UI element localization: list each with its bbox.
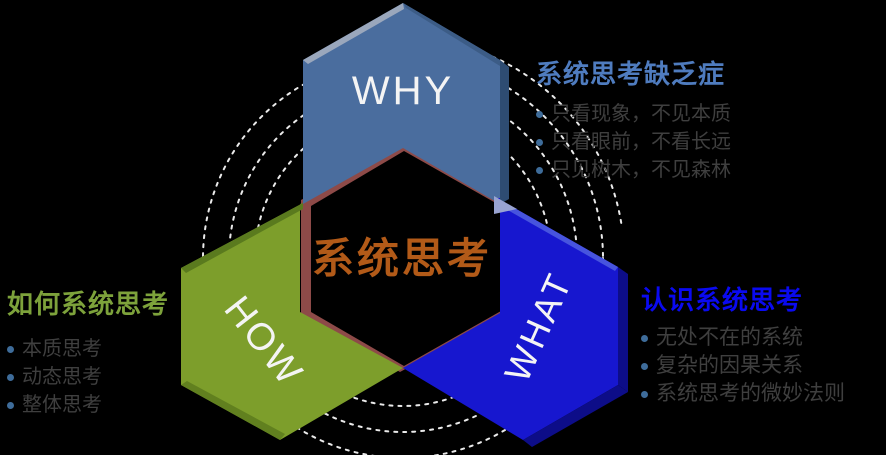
list-item-text: 整体思考 xyxy=(22,394,102,416)
bullet-dot xyxy=(7,373,14,381)
hexagon-how: HOW xyxy=(181,203,403,440)
how-bevel-bottom-left xyxy=(181,381,285,440)
why-bevel-right-side xyxy=(500,60,509,204)
list-item-text: 本质思考 xyxy=(22,338,102,360)
list-item: 系统思考的微妙法则 xyxy=(641,380,845,408)
list-item: 动态思考 xyxy=(7,363,169,391)
why-annotation-heading: 系统思考缺乏症 xyxy=(536,59,726,89)
list-item-text: 只看现象，不见本质 xyxy=(551,103,731,125)
what-bevel-right-side xyxy=(618,267,628,392)
why-shape xyxy=(303,3,500,204)
bullet-dot xyxy=(7,401,14,409)
list-item: 只见树木，不见森林 xyxy=(536,156,731,184)
bullet-dot xyxy=(641,362,648,370)
list-item-text: 无处不在的系统 xyxy=(656,326,803,349)
list-item-text: 系统思考的微妙法则 xyxy=(656,382,845,405)
dashed-circle-outer xyxy=(202,57,604,455)
list-item-text: 只见树木，不见森林 xyxy=(551,159,731,181)
why-label: WHY xyxy=(352,69,454,113)
hexagon-what: WHAT xyxy=(403,196,628,447)
what-bevel-corner-light xyxy=(494,196,517,214)
what-bevel-bottom xyxy=(523,385,628,447)
how-annotation: 如何系统思考 本质思考 动态思考 整体思考 xyxy=(7,284,169,419)
what-annotation-heading: 认识系统思考 xyxy=(641,285,804,315)
center-title: 系统思考 xyxy=(312,235,492,282)
what-annotation: 认识系统思考 无处不在的系统 复杂的因果关系 系统思考的微妙法则 xyxy=(641,280,845,408)
why-bevel-right-roof xyxy=(403,3,500,66)
what-bevel-top-edge-light xyxy=(497,198,618,271)
hexagon-why: WHY xyxy=(303,3,509,204)
list-item: 整体思考 xyxy=(7,391,169,419)
bullet-dot xyxy=(7,345,14,353)
why-annotation: 系统思考缺乏症 只看现象，不见本质 只看眼前，不看长远 只见树木，不见森林 xyxy=(536,54,731,184)
list-item: 无处不在的系统 xyxy=(641,324,845,352)
list-item-text: 只看眼前，不看长远 xyxy=(551,131,731,153)
list-item: 本质思考 xyxy=(7,335,169,363)
bullet-dot xyxy=(536,138,543,146)
list-item: 复杂的因果关系 xyxy=(641,352,845,380)
list-item: 只看眼前，不看长远 xyxy=(536,128,731,156)
what-shape xyxy=(403,198,618,440)
how-annotation-heading: 如何系统思考 xyxy=(7,289,170,319)
bullet-dot xyxy=(536,110,543,118)
list-item-text: 动态思考 xyxy=(22,366,102,388)
center-hexagon xyxy=(311,151,501,366)
list-item: 只看现象，不见本质 xyxy=(536,100,731,128)
how-shape xyxy=(181,203,403,440)
how-bevel-top-left xyxy=(181,203,303,273)
bullet-dot xyxy=(641,334,648,342)
list-item-text: 复杂的因果关系 xyxy=(656,354,803,377)
bullet-dot xyxy=(641,390,648,398)
why-bevel-left-light xyxy=(303,3,404,64)
bullet-dot xyxy=(536,166,543,174)
